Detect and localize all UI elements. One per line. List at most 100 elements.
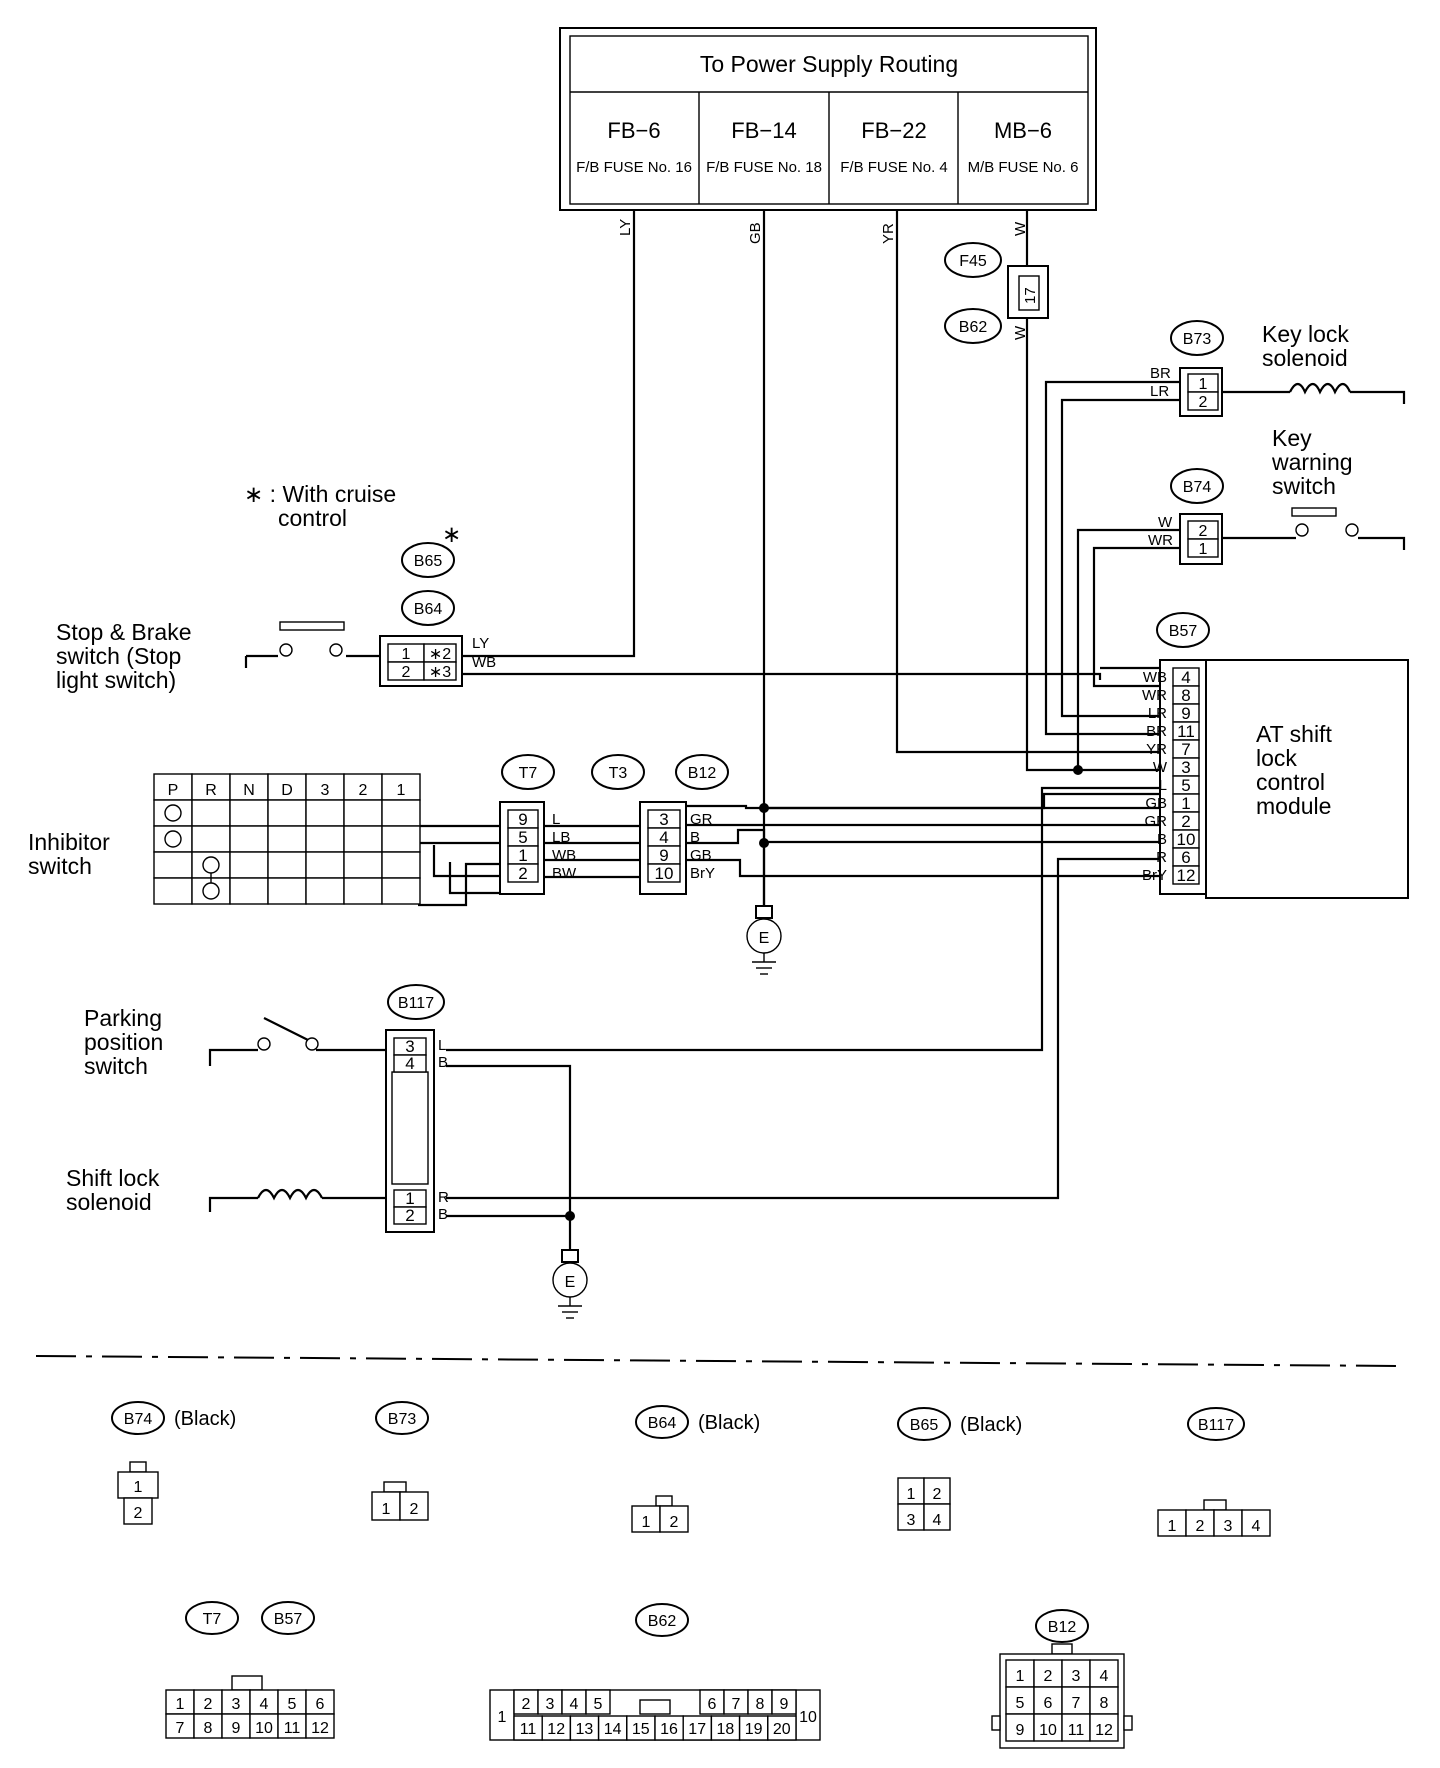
inhibitor-grid-cell — [191, 825, 231, 853]
ground-symbol: E — [552, 1249, 588, 1319]
view-b12-cell — [1033, 1659, 1063, 1688]
label-f45: F45 — [959, 253, 987, 270]
b117-wire-label: L — [438, 1037, 446, 1054]
ground-label: E — [759, 930, 770, 947]
view-b117-pin: 4 — [1252, 1518, 1261, 1535]
view-b62-pin: 8 — [756, 1696, 765, 1713]
view-b73-pin: 1 — [382, 1501, 391, 1518]
view-b62-pin: 3 — [546, 1696, 555, 1713]
view-b62-cell — [513, 1689, 539, 1715]
junction-dot — [759, 803, 769, 813]
b57-wire-label: WR — [1142, 687, 1167, 704]
view-b12-pin: 8 — [1100, 1695, 1109, 1712]
label-b57: B57 — [1169, 623, 1198, 640]
t7-pin: 5 — [518, 828, 527, 847]
view-b12-pin: 12 — [1095, 1722, 1113, 1739]
view-b12-cell — [1089, 1686, 1119, 1715]
view-b12-cell — [1061, 1686, 1091, 1715]
view-b62-cell — [561, 1689, 587, 1715]
view-b74-color: (Black) — [174, 1408, 236, 1430]
view-b62-pin: 7 — [732, 1696, 741, 1713]
view-b57-cell — [305, 1713, 335, 1739]
view-t7-name: T7 — [203, 1611, 222, 1628]
view-b62-pin: 4 — [570, 1696, 579, 1713]
b57-pin: 3 — [1181, 758, 1190, 777]
b64-pin: ∗3 — [429, 664, 451, 681]
b74-wire-wr: WR — [1148, 532, 1173, 549]
view-b57-pin: 2 — [204, 1696, 213, 1713]
b57-pin: 5 — [1181, 776, 1190, 795]
view-b12-cell — [1089, 1659, 1119, 1688]
connector-b74: B74 2 1 W WR — [1148, 468, 1224, 565]
b117-pin: 2 — [405, 1206, 414, 1225]
key-lock-label-1: Key lock — [1262, 321, 1349, 347]
view-b62-pin: 17 — [688, 1721, 706, 1738]
view-b65-pin: 3 — [907, 1512, 916, 1529]
fuse-fb22: FB−22 — [861, 118, 926, 143]
view-b65-pin: 4 — [933, 1512, 942, 1529]
b74-pin: 2 — [1199, 523, 1208, 540]
shift-lock-label-1: Shift lock — [66, 1165, 160, 1191]
view-b62-pin: 15 — [632, 1721, 650, 1738]
b57-pin: 9 — [1181, 704, 1190, 723]
view-b57-pin: 3 — [232, 1696, 241, 1713]
view-b74-name: B74 — [124, 1411, 153, 1428]
view-b62-cell — [585, 1689, 611, 1715]
inhibitor-grid-cell — [153, 825, 193, 853]
view-b64-pin: 2 — [670, 1514, 679, 1531]
inhibitor-grid-cell — [343, 825, 383, 853]
wire-label-yr: YR — [880, 223, 897, 244]
ground-symbol: E — [746, 905, 782, 975]
label-b74: B74 — [1183, 479, 1212, 496]
b57-pin: 4 — [1181, 668, 1190, 687]
b57-wire-label: L — [1159, 777, 1167, 794]
b12-wire-label: GB — [690, 847, 712, 864]
b117-pin-cell — [393, 1206, 427, 1225]
inhibitor-grid-cell — [267, 773, 307, 801]
view-b64-name: B64 — [648, 1415, 677, 1432]
b117-pin: 3 — [405, 1037, 414, 1056]
inhibitor-grid-cell — [381, 799, 421, 827]
parking-label-1: Parking — [84, 1005, 162, 1031]
view-b62-pin: 2 — [522, 1696, 531, 1713]
view-b62-cell — [747, 1689, 773, 1715]
power-supply-title: To Power Supply Routing — [700, 51, 958, 77]
label-b12: B12 — [688, 765, 717, 782]
t7-pin-cell — [507, 863, 539, 883]
t7-wire-label: WB — [552, 847, 576, 864]
inhibitor-contact — [164, 804, 182, 822]
b12-pin: 3 — [659, 810, 668, 829]
b57-wire-label: WB — [1143, 669, 1167, 686]
view-b57-pin: 7 — [176, 1720, 185, 1737]
label-b65: B65 — [414, 553, 443, 570]
b57-wire-label: B — [1157, 831, 1167, 848]
views: B74 (Black) 1 2 B73 1 2 B64 (Black) 1 2 … — [111, 1401, 1271, 1749]
inhibitor-grid-cell — [267, 877, 307, 905]
view-b57-pin: 5 — [288, 1696, 297, 1713]
inhibitor-position: 3 — [321, 782, 330, 799]
inhibitor-grid-cell — [229, 877, 269, 905]
inhibitor-grid-cell — [153, 877, 193, 905]
view-b62-name: B62 — [648, 1613, 677, 1630]
b12-pin: 9 — [659, 846, 668, 865]
view-b57-pin: 6 — [316, 1696, 325, 1713]
view-b57-pin: 8 — [204, 1720, 213, 1737]
b57-wire-label: LR — [1148, 705, 1167, 722]
view-b57-cell — [305, 1689, 335, 1715]
inhibitor-position: D — [281, 782, 293, 799]
inhibitor-grid-cell — [153, 851, 193, 879]
view-b117-pin: 3 — [1224, 1518, 1233, 1535]
inhibitor-position: 2 — [359, 782, 368, 799]
view-b73-pin: 2 — [410, 1501, 419, 1518]
cruise-note-1: ∗ : With cruise — [244, 481, 396, 507]
view-b57-pin: 12 — [311, 1720, 329, 1737]
b12-pin: 4 — [659, 828, 668, 847]
stop-brake-label-3: light switch) — [56, 667, 176, 693]
view-b12-pin: 9 — [1016, 1722, 1025, 1739]
inhibitor-grid-cell — [229, 851, 269, 879]
view-b12-pin: 7 — [1072, 1695, 1081, 1712]
at-module-label-3: control — [1256, 769, 1325, 795]
b117-wire-label: B — [438, 1054, 448, 1071]
